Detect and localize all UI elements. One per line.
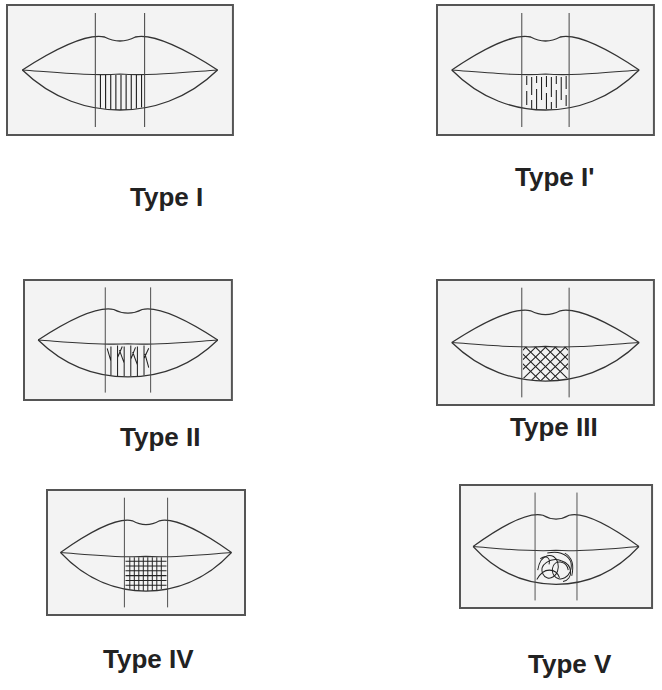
type-label: Type I' [515, 163, 594, 192]
type-label: Type III [510, 413, 598, 442]
lip-panel [437, 5, 654, 135]
lip-panel [47, 490, 245, 615]
lip-panel [437, 280, 654, 405]
lip-panel [24, 280, 232, 400]
type-label: Type IV [103, 645, 194, 674]
type-label: Type II [120, 423, 200, 452]
type-label: Type V [528, 650, 611, 679]
lip-panel [7, 5, 233, 135]
type-label: Type I [130, 183, 203, 212]
lip-panel [460, 485, 652, 608]
